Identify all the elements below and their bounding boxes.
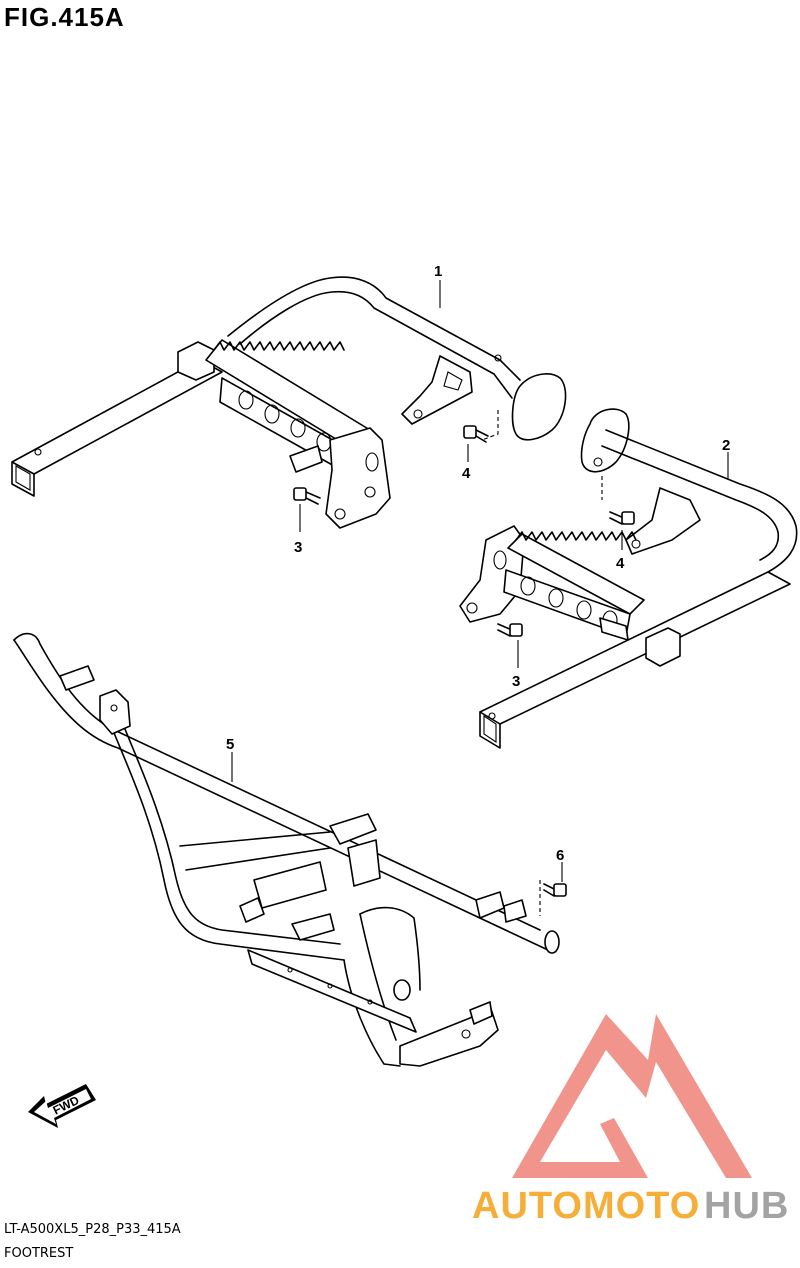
part-label-3b: 3	[512, 673, 520, 690]
bolt-3-right	[497, 623, 523, 668]
part-label-6: 6	[556, 847, 564, 864]
bolt-4-left	[463, 410, 499, 462]
figure-code: LT-A500XL5_P28_P33_415A	[4, 1222, 181, 1237]
part-label-1: 1	[434, 263, 442, 280]
bolt-4-right	[609, 511, 635, 550]
figure-title: FIG.415A	[4, 2, 125, 32]
watermark-text-left: AUTOMOTO	[472, 1185, 700, 1227]
fwd-arrow-icon: FWD	[28, 1084, 96, 1128]
bolt-3-left	[293, 487, 321, 532]
watermark-triangle-icon	[512, 1014, 752, 1178]
watermark-text-right: HUB	[704, 1185, 789, 1227]
part-label-3: 3	[294, 539, 302, 556]
footrest-frame-right	[459, 408, 798, 749]
part-label-2: 2	[722, 437, 730, 454]
part-label-4b: 4	[616, 555, 625, 572]
part-label-4: 4	[462, 465, 471, 482]
bolt-6	[539, 862, 567, 916]
watermark-logo: AUTOMOTO HUB	[472, 1014, 789, 1227]
guard-frame	[13, 632, 560, 1067]
figure-name: FOOTREST	[4, 1246, 74, 1261]
footrest-frame-left	[11, 276, 567, 529]
part-label-5: 5	[226, 736, 234, 753]
